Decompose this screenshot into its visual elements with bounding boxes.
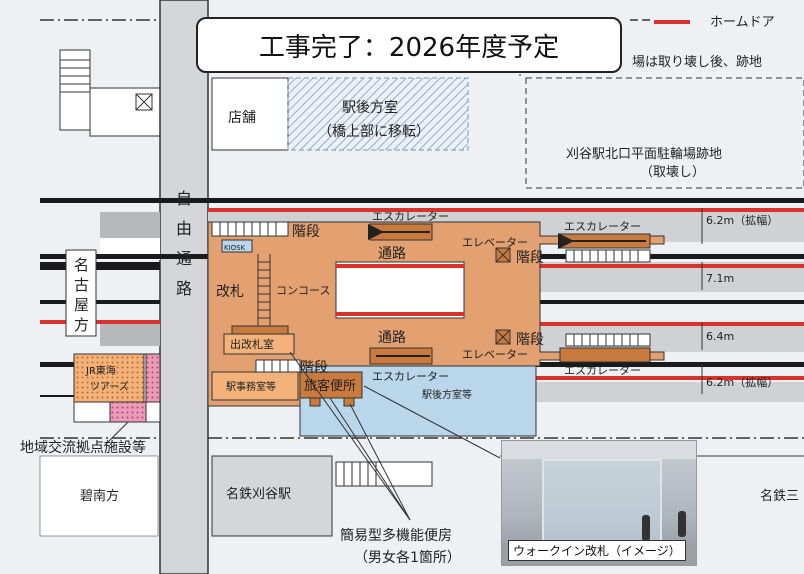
- bicycle-lot-label: 刈谷駅北口平面駐輪場跡地: [566, 146, 722, 162]
- exit-gate-room-label: 出改札室: [230, 337, 274, 351]
- stairs-right-lower: [565, 333, 651, 347]
- concourse-label: コンコース: [276, 284, 330, 297]
- meitetsu-block: [211, 455, 333, 537]
- nagoya-char-4: 方: [74, 316, 89, 334]
- stairs-bottom-left: [255, 359, 301, 373]
- free-passage-char-1: 自: [176, 189, 192, 208]
- jr-tours-line2: ツアーズ: [90, 380, 129, 393]
- multi-restroom-label: 簡易型多機能便房: [340, 527, 452, 544]
- hekinan-direction-label: 碧南方: [80, 488, 119, 504]
- station-office-back-sub: （橋上部に移転）: [318, 124, 430, 140]
- nagoya-char-1: 名: [74, 256, 89, 274]
- stairs-top-left: [211, 221, 289, 237]
- station-office-back-label: 駅後方室: [342, 99, 398, 116]
- free-passage-char-3: 通: [176, 249, 192, 268]
- escalator-label-bottom: エスカレーター: [372, 370, 449, 383]
- platform-width-4: 6.2m（拡幅）: [706, 375, 778, 389]
- leader-lines: [289, 351, 501, 521]
- escalator-label-right-upper: エスカレーター: [564, 220, 641, 233]
- station-affairs-label: 駅事務室等: [226, 380, 276, 393]
- restroom-label: 旅客便所: [304, 378, 356, 394]
- photo-caption: ウォークイン改札（イメージ）: [508, 540, 686, 561]
- legend-home-door-label: ホームドア: [710, 15, 775, 30]
- ticket-gate-label: 改札: [216, 284, 244, 300]
- escalator-right-lower: [559, 347, 651, 363]
- bicycle-lot-sub: （取壊し）: [640, 165, 705, 180]
- shop-label: 店舗: [228, 110, 256, 126]
- nagoya-direction-box: [65, 249, 97, 337]
- person-figure: [678, 511, 686, 537]
- stairs-label-bottom: 階段: [300, 360, 328, 376]
- note-top-right: 場は取り壊し後、跡地: [632, 54, 762, 70]
- free-passage-char-4: 路: [176, 279, 192, 298]
- kiosk-box: [221, 239, 253, 253]
- back-room-label: 駅後方室等: [422, 388, 472, 401]
- elevator-label-upper: エレベーター: [462, 236, 528, 249]
- meitetsu-kariya-label: 名鉄刈谷駅: [226, 486, 291, 502]
- stairs-right-upper: [565, 249, 651, 263]
- station-office-back-block: [287, 77, 469, 151]
- jr-tours-block: [73, 353, 145, 403]
- walk-in-gate-photo: ウォークイン改札（イメージ）: [501, 440, 697, 566]
- exit-gate-room-box: [223, 333, 295, 355]
- person-figure: [642, 515, 650, 541]
- jr-tours-line1: JR東海: [85, 364, 116, 377]
- platform-width-3: 6.4m: [706, 330, 734, 343]
- meitetsu-right-label: 名鉄三: [760, 488, 799, 504]
- ticket-gate-ladder: [257, 254, 271, 330]
- free-passage: [159, 0, 209, 574]
- nagoya-char-3: 屋: [74, 296, 89, 314]
- passage-label-top: 通路: [378, 246, 406, 262]
- stairs-label-right-upper: 階段: [516, 250, 544, 266]
- multi-restroom-sub: （男女各1箇所）: [354, 549, 461, 566]
- escalator-label-right-lower: エスカレーター: [564, 364, 641, 377]
- completion-banner: 工事完了：2026年度予定: [196, 17, 622, 73]
- platform-width-2: 7.1m: [706, 272, 734, 285]
- platform-width-1: 6.2m（拡幅）: [706, 213, 778, 227]
- free-passage-char-2: 由: [176, 219, 192, 238]
- nagoya-char-2: 古: [74, 276, 89, 294]
- kiosk-label: KIOSK: [224, 244, 246, 252]
- station-affairs-box: [211, 371, 299, 401]
- passage-label-bottom: 通路: [378, 330, 406, 346]
- community-facility-label: 地域交流拠点施設等: [20, 439, 146, 456]
- elevator-label-lower: エレベーター: [462, 348, 528, 361]
- restroom-box: [299, 371, 363, 399]
- stairs-label-right-lower: 階段: [516, 332, 544, 348]
- shop-block: [211, 77, 289, 151]
- escalator-label-top: エスカレーター: [372, 210, 449, 223]
- stairs-label-top-left: 階段: [292, 224, 320, 240]
- left-stair-block: [59, 49, 91, 131]
- bicycle-lot-area: [525, 77, 804, 189]
